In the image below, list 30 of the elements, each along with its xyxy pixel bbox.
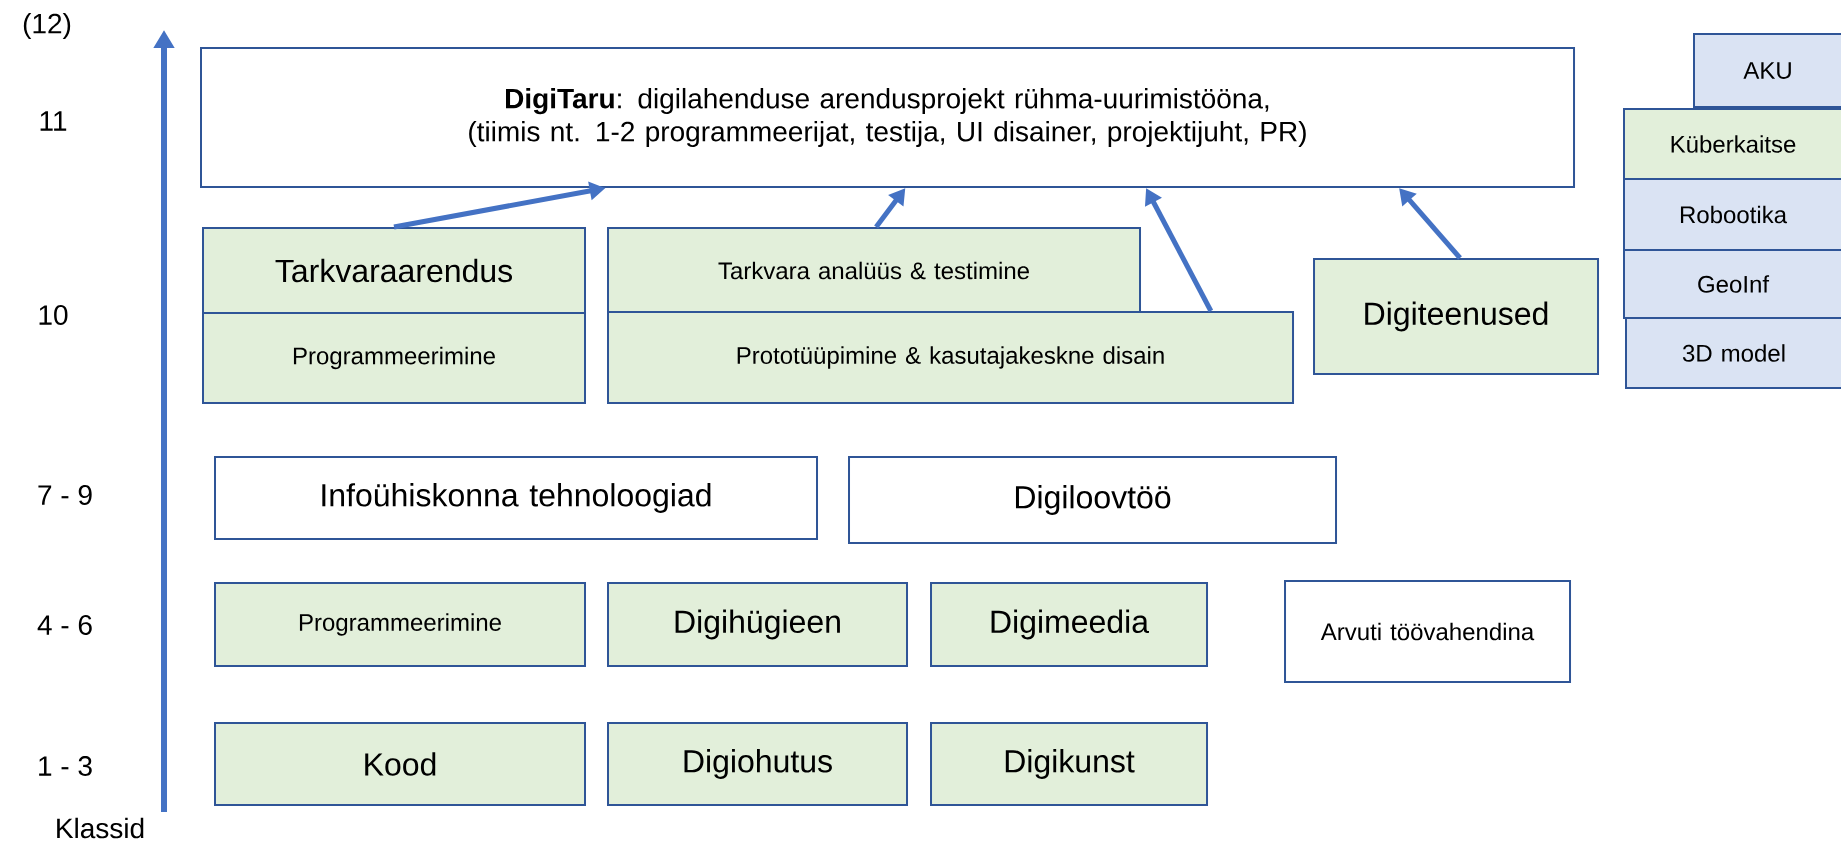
course-box: Tarkvaraarendus [202, 227, 586, 314]
course-box: Digikunst [930, 722, 1208, 806]
grade-label: (12) [23, 12, 71, 40]
course-box: Kood [214, 722, 586, 806]
node-label: GeoInf [1698, 275, 1770, 293]
course-box: Digiteenused [1313, 258, 1599, 375]
grade-label: 4 - 6 [37, 615, 92, 635]
module-box: 3D model [1625, 317, 1841, 389]
node-label: Robootika [1680, 205, 1788, 224]
grade-label: 10 [39, 305, 68, 325]
course-box: Digimeedia [930, 582, 1208, 667]
module-box: AKU [1693, 33, 1841, 108]
project-box: DigiTaru: digilahenduse arendusprojekt rühma-uurimistööna, (tiimis nt. 1-2 programmeerijat, testija, UI disainer, projektijuht, PR) [200, 47, 1575, 188]
module-box: Küberkaitse [1623, 108, 1841, 180]
course-box: Infoühiskonna tehnoloogiad [214, 456, 818, 540]
course-box: Arvuti töövahendina [1284, 580, 1571, 683]
course-box: Programmeerimine [214, 582, 586, 667]
course-box: Tarkvara analüüs & testimine [607, 227, 1141, 314]
grade-label: 1 - 3 [39, 756, 92, 776]
grade-label: 7 - 9 [38, 485, 92, 505]
module-box: Robootika [1623, 178, 1841, 251]
module-box: GeoInf [1623, 249, 1841, 319]
axis-label: Klassid [57, 817, 144, 839]
course-box: Programmeerimine [202, 312, 586, 404]
course-box: Prototüüpimine & kasutajakeskne disain [607, 311, 1294, 404]
course-box: Digiloovtöö [848, 456, 1337, 544]
course-box: Digiohutus [607, 722, 908, 806]
grade-label: 11 [40, 111, 67, 131]
node-label: 3D model [1682, 344, 1785, 362]
course-box: Digihügieen [607, 582, 908, 667]
